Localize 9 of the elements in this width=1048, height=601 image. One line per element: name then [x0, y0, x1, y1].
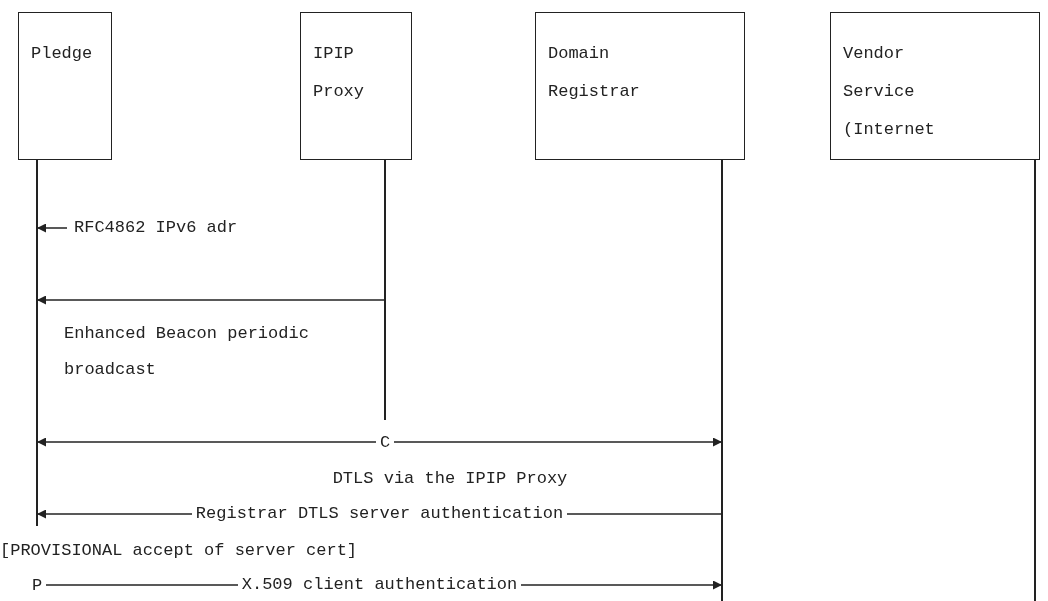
- participant-name: Vendor Service (Internet: [843, 43, 936, 141]
- arrow: [36, 437, 377, 447]
- arrow: [36, 295, 386, 305]
- note-text: DTLS via the IPIP Proxy: [332, 469, 568, 488]
- arrow: [36, 223, 68, 233]
- participant-name: Domain Registrar: [548, 43, 641, 103]
- participant-name: IPIP Proxy: [313, 43, 365, 103]
- participant-name: Pledge: [31, 43, 94, 65]
- arrow: [393, 437, 723, 447]
